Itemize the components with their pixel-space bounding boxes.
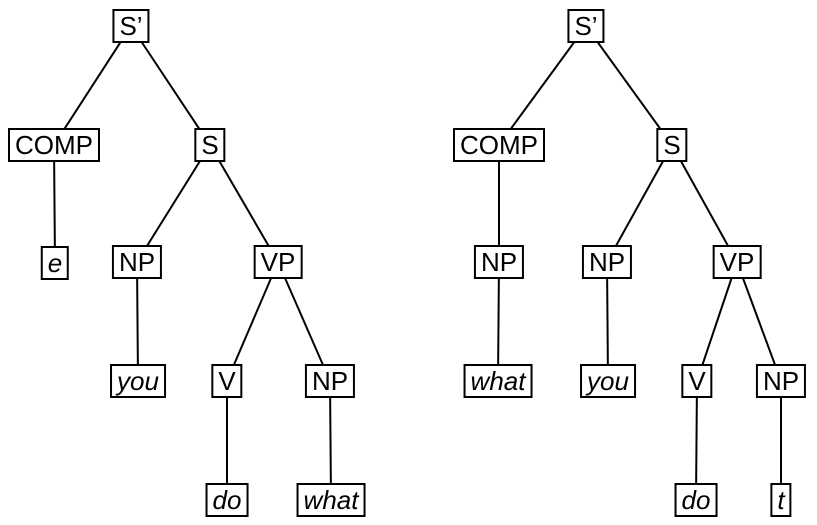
tree-node-left-comp: COMP — [8, 128, 100, 162]
tree-edge-right-np-comp-what — [497, 261, 500, 382]
tree-node-left-what: what — [296, 483, 366, 517]
tree-edge-right-s-vp — [671, 144, 738, 263]
tree-edge-right-np-subject-you — [606, 261, 609, 382]
tree-node-left-np-subject: NP — [111, 245, 163, 279]
tree-node-right-t: t — [770, 483, 792, 517]
tree-node-left-do: do — [205, 483, 249, 517]
tree-node-right-what: what — [463, 364, 533, 398]
tree-node-left-you: you — [110, 364, 166, 398]
tree-edge-left-vp-np-object — [277, 261, 331, 382]
tree-node-right-np-subject: NP — [581, 245, 633, 279]
tree-node-right-s-bar: S’ — [567, 9, 605, 43]
tree-node-right-you: you — [580, 364, 636, 398]
tree-edge-left-np-object-what — [329, 380, 332, 501]
tree-edge-right-vp-v — [696, 261, 738, 382]
tree-edge-left-vp-v — [226, 261, 279, 382]
tree-node-left-s: S — [194, 128, 226, 162]
tree-edge-right-s-bar-s — [585, 25, 673, 146]
tree-edge-left-s-bar-comp — [53, 25, 132, 146]
tree-node-right-np-comp: NP — [473, 245, 525, 279]
tree-edge-left-comp-e — [53, 144, 56, 264]
tree-edge-left-s-bar-s — [130, 25, 211, 146]
tree-edge-right-s-bar-comp — [498, 25, 587, 146]
tree-node-left-s-bar: S’ — [112, 9, 150, 43]
tree-edge-left-s-np-subject — [136, 144, 211, 263]
tree-node-left-e: e — [40, 246, 70, 280]
tree-node-left-v: V — [211, 364, 243, 398]
tree-node-left-np-object: NP — [304, 364, 356, 398]
tree-edge-left-np-subject-you — [136, 261, 139, 382]
tree-edge-left-s-vp — [209, 144, 279, 263]
tree-node-left-vp: VP — [253, 245, 303, 279]
tree-edge-right-v-do — [695, 380, 698, 501]
tree-node-right-v: V — [681, 364, 713, 398]
tree-node-right-s: S — [656, 128, 688, 162]
tree-edge-right-s-np-subject — [606, 144, 673, 263]
tree-node-right-comp: COMP — [453, 128, 545, 162]
tree-edge-right-vp-np-object — [736, 261, 782, 382]
tree-node-right-do: do — [674, 483, 718, 517]
tree-node-right-vp: VP — [712, 245, 762, 279]
tree-node-right-np-object: NP — [755, 364, 807, 398]
